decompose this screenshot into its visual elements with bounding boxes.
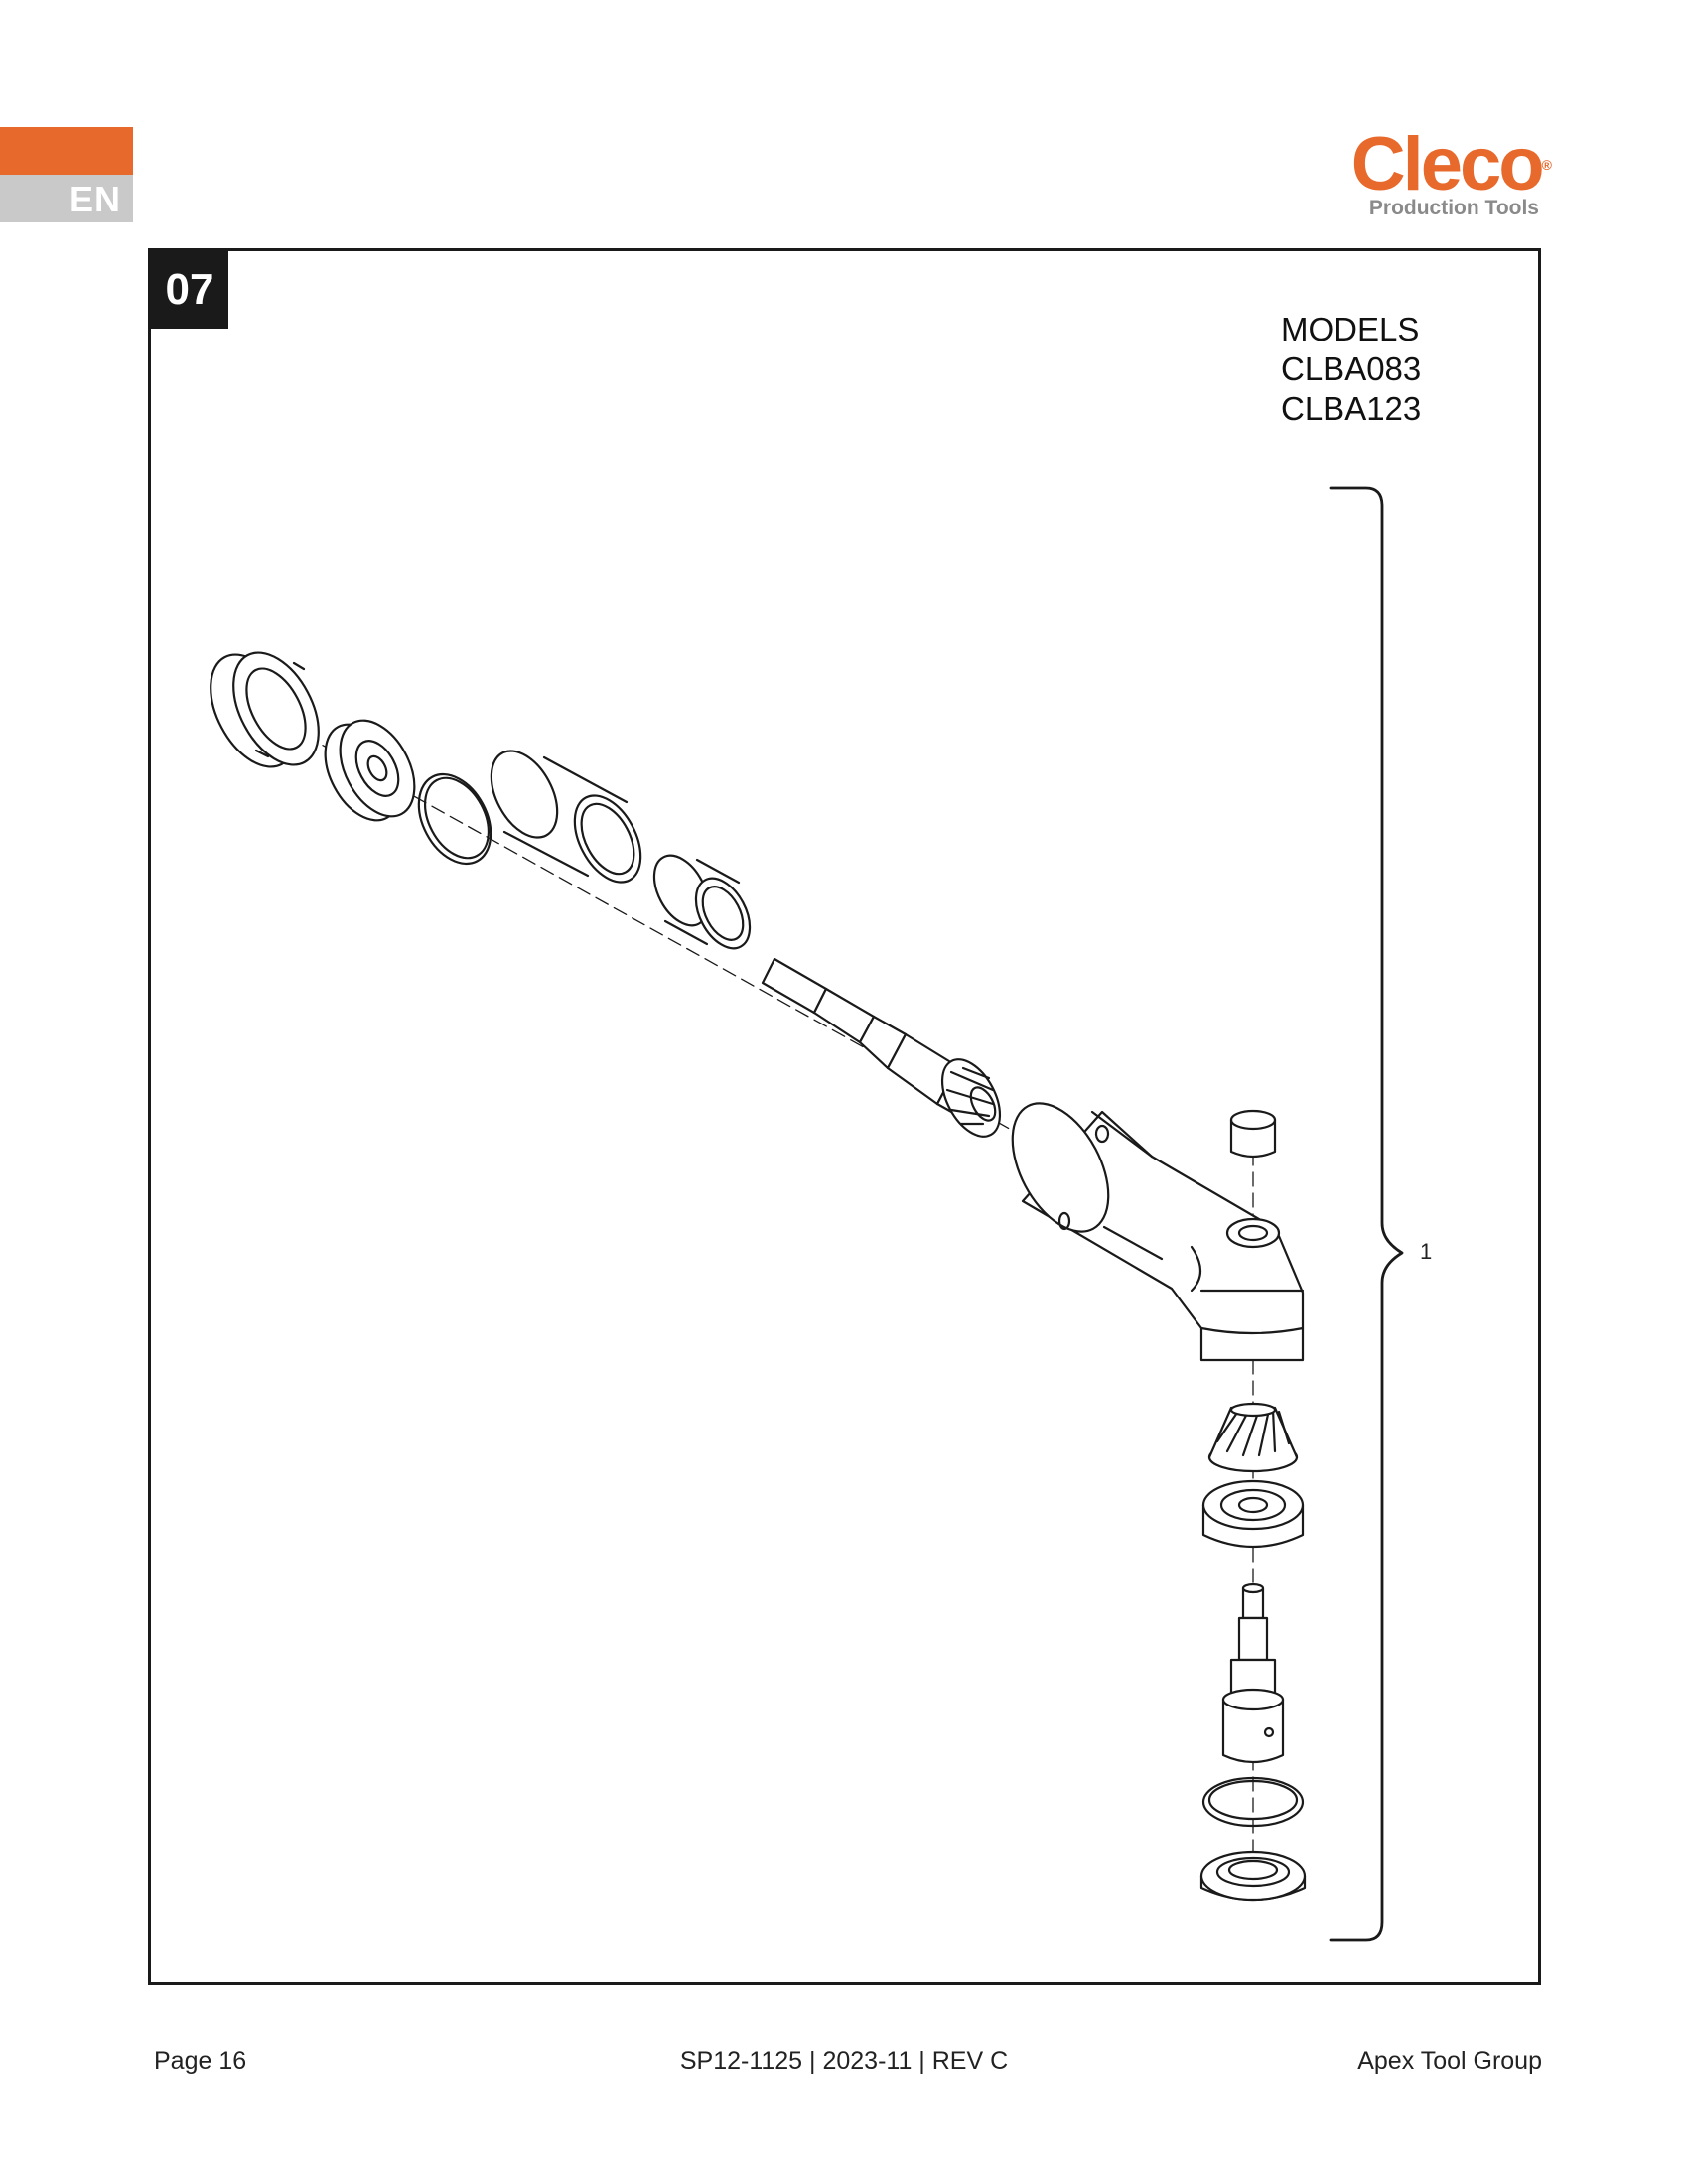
- model-item: CLBA123: [1281, 390, 1422, 427]
- language-code: EN: [69, 179, 121, 219]
- o-ring-upper: [417, 772, 492, 866]
- footer-company: Apex Tool Group: [1357, 2047, 1542, 2075]
- spacer-sleeve: [490, 750, 642, 884]
- ball-bearing-upper: [324, 719, 416, 822]
- logo-brand: Cleco®: [1350, 122, 1552, 206]
- model-item: CLBA083: [1281, 350, 1422, 387]
- pinion-shaft: [761, 957, 1002, 1138]
- language-tab-label-bg: EN: [0, 175, 133, 222]
- models-block: MODELS CLBA083 CLBA123: [1281, 310, 1421, 429]
- o-ring-lower: [1201, 1776, 1305, 1828]
- diagram-frame: [148, 248, 1541, 1985]
- ball-bearing-lower: [1201, 1479, 1305, 1549]
- output-spindle: [1221, 1582, 1285, 1764]
- footer-document-id: SP12-1125 | 2023-11 | REV C: [679, 2047, 1009, 2075]
- dowel-pin: [1229, 1109, 1277, 1159]
- section-number-badge: 07: [151, 251, 228, 329]
- needle-bushing: [652, 854, 752, 950]
- cleco-logo: Cleco® Production Tools: [1291, 122, 1552, 220]
- logo-registered-mark: ®: [1541, 157, 1552, 173]
- bracket-callout-number: 1: [1420, 1239, 1432, 1264]
- seal-cap: [1199, 1850, 1307, 1902]
- angle-head-housing: [1011, 1102, 1305, 1362]
- language-tab-accent: [0, 127, 133, 175]
- logo-subtitle: Production Tools: [1368, 197, 1539, 219]
- models-heading: MODELS: [1281, 311, 1420, 347]
- assembly-bracket: [1329, 486, 1404, 1942]
- footer-page-number: Page 16: [154, 2047, 247, 2075]
- bevel-gear: [1207, 1402, 1299, 1473]
- assembly-axis-lines: [267, 714, 1254, 1887]
- language-tab: EN: [0, 127, 133, 222]
- clamp-nut: [210, 651, 320, 768]
